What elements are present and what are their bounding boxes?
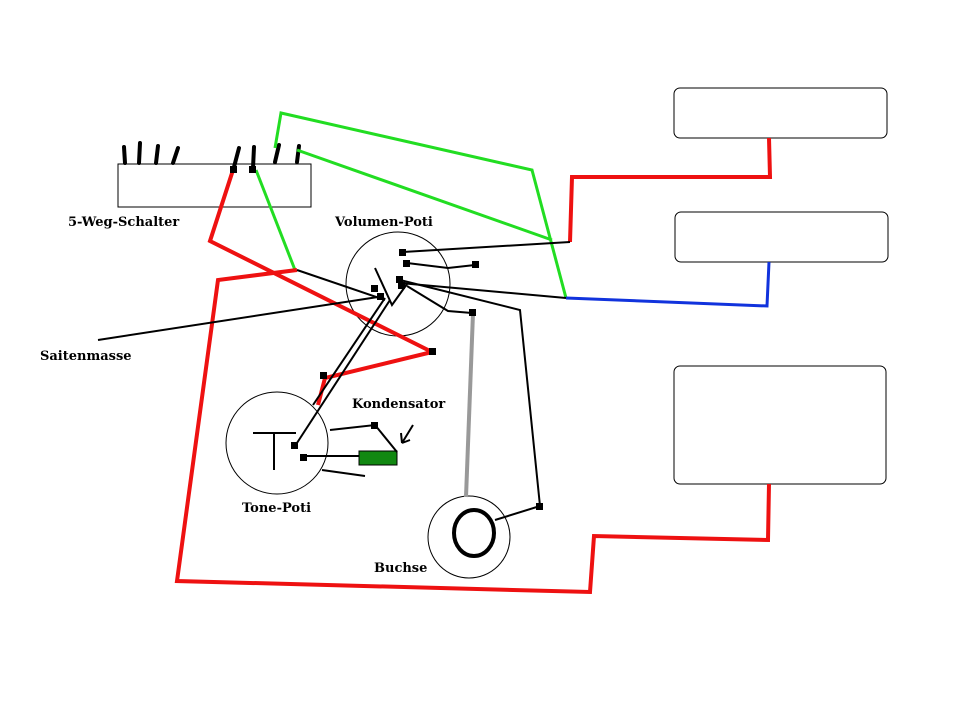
green-wires xyxy=(254,111,568,299)
label-tone-pot: Tone-Poti xyxy=(242,501,311,516)
tone-pot-symbol xyxy=(253,432,296,470)
label-volume-pot: Volumen-Poti xyxy=(334,215,433,230)
solder-lugs xyxy=(230,166,543,510)
capacitor xyxy=(358,450,398,466)
jack-ring xyxy=(452,508,496,558)
tone-pot xyxy=(225,391,329,495)
switch-pins xyxy=(122,141,301,170)
jack-socket xyxy=(427,495,511,579)
black-wires xyxy=(97,241,571,521)
label-capacitor: Kondensator xyxy=(352,397,445,412)
pickup-middle xyxy=(674,211,889,263)
red-wires xyxy=(174,137,773,595)
blue-wire xyxy=(565,261,771,308)
pickup-neck xyxy=(673,87,888,139)
capacitor-arrow xyxy=(400,424,414,444)
label-string-ground: Saitenmasse xyxy=(40,349,132,364)
pickup-bridge xyxy=(673,365,887,485)
grey-wire xyxy=(464,312,475,498)
switch-body xyxy=(117,163,312,208)
label-jack: Buchse xyxy=(374,561,427,576)
label-switch: 5-Weg-Schalter xyxy=(68,215,179,230)
